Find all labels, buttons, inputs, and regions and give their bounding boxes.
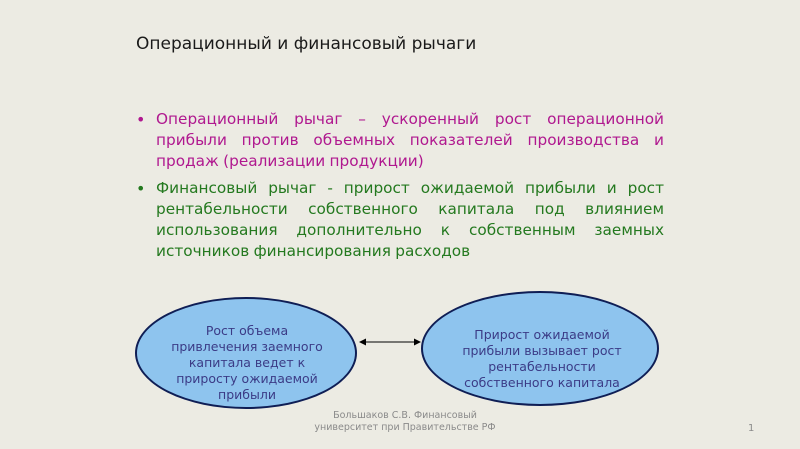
right-oval: Прирост ожидаемой прибыли вызывает рост … xyxy=(421,291,659,406)
bullet-text: Финансовый рычаг - прирост ожидаемой при… xyxy=(156,179,664,260)
bullet-marker: • xyxy=(136,110,146,129)
bullet-list: • Операционный рычаг – ускоренный рост о… xyxy=(136,109,664,268)
page-number: 1 xyxy=(748,423,755,434)
bullet-financial-leverage: • Финансовый рычаг - прирост ожидаемой п… xyxy=(136,178,664,262)
bullet-operational-leverage: • Операционный рычаг – ускоренный рост о… xyxy=(136,109,664,172)
bullet-text: Операционный рычаг – ускоренный рост опе… xyxy=(156,110,664,170)
right-oval-text: Прирост ожидаемой прибыли вызывает рост … xyxy=(462,327,622,390)
slide-title: Операционный и финансовый рычаги xyxy=(136,34,477,54)
footer-text: Большаков С.В. Финансовый университет пр… xyxy=(314,410,496,433)
left-oval-text: Рост объема привлечения заемного капитал… xyxy=(171,323,323,402)
left-oval: Рост объема привлечения заемного капитал… xyxy=(135,297,357,409)
bullet-marker: • xyxy=(136,179,146,198)
double-arrow-icon xyxy=(359,338,421,346)
